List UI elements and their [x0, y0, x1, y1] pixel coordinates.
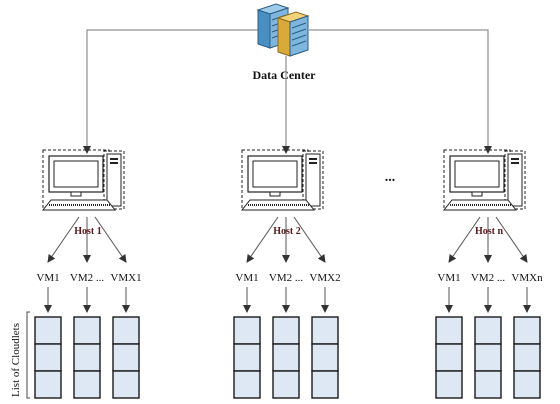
host-label: Host n — [475, 226, 504, 237]
cloudlet-cell — [474, 343, 502, 372]
vm-label: VM2 ... — [471, 272, 505, 284]
cloudlet-cell — [513, 343, 541, 372]
host-group: Host 2 VM1 VM2 ... VMX2 — [233, 149, 341, 399]
vm-label: VM2 ... — [70, 272, 104, 284]
cloudlet-queue — [34, 316, 62, 399]
cloudlet-cell — [34, 343, 62, 372]
cloudlet-queue — [513, 316, 541, 399]
cloudlet-cell — [233, 370, 261, 399]
cloudlet-cell — [435, 343, 463, 372]
cloudlet-cell — [474, 370, 502, 399]
vm-label: VM1 — [437, 272, 460, 284]
cloudlet-cell — [272, 316, 300, 345]
vm-label: VM1 — [235, 272, 258, 284]
vm-label: VM1 — [36, 272, 59, 284]
host-vm-arrow — [47, 216, 80, 263]
cloudlet-cell — [311, 370, 339, 399]
cloudlet-list-bracket — [26, 311, 30, 399]
hosts-ellipsis: ... — [385, 170, 396, 185]
cloudlet-cell — [112, 343, 140, 372]
cloudlet-cell — [233, 316, 261, 345]
desktop-computer-icon — [442, 149, 526, 211]
data-center-label: Data Center — [253, 68, 317, 82]
cloudlet-queue — [435, 316, 463, 399]
cloudlet-cell — [435, 370, 463, 399]
cloudlet-cell — [34, 370, 62, 399]
cloudlet-cell — [73, 343, 101, 372]
server-rack-icon — [256, 3, 310, 57]
cloudlet-cell — [435, 316, 463, 345]
cloudlet-queue — [474, 316, 502, 399]
cloudlet-cell — [112, 316, 140, 345]
cloudlet-cell — [311, 343, 339, 372]
cloudlet-cell — [34, 316, 62, 345]
cloudlet-cell — [513, 316, 541, 345]
cloudlet-list-label: List of Cloudlets — [10, 323, 22, 397]
host-vm-arrow — [246, 216, 279, 263]
vm-label: VMX1 — [110, 272, 141, 284]
cloudlet-queue — [233, 316, 261, 399]
vm-label: VMX2 — [309, 272, 340, 284]
cloudlet-queue — [112, 316, 140, 399]
vm-label: VM2 ... — [269, 272, 303, 284]
cloudlet-queue — [272, 316, 300, 399]
desktop-computer-icon — [240, 149, 324, 211]
cloudlet-cell — [73, 316, 101, 345]
cloudlet-cell — [474, 316, 502, 345]
cloudlet-queue — [311, 316, 339, 399]
host-vm-arrow — [495, 216, 528, 263]
host-vm-arrow — [94, 216, 127, 263]
host-group: Host 1 VM1 VM2 ... VMX1 — [34, 149, 142, 399]
host-vm-arrow — [293, 216, 326, 263]
host-label: Host 2 — [273, 226, 301, 237]
desktop-computer-icon — [41, 149, 125, 211]
host-vm-arrow — [448, 216, 481, 263]
cloudlet-cell — [311, 316, 339, 345]
datacenter-connections — [83, 29, 492, 154]
host-group: Host n VM1 VM2 ... VMXn — [435, 149, 543, 399]
cloudlet-cell — [272, 370, 300, 399]
host-label: Host 1 — [74, 226, 102, 237]
cloudlet-cell — [513, 370, 541, 399]
cloudlet-queue — [73, 316, 101, 399]
cloudlet-cell — [112, 370, 140, 399]
cloudlet-cell — [272, 343, 300, 372]
vm-label: VMXn — [511, 272, 543, 284]
cloudlet-cell — [233, 343, 261, 372]
cloudlet-cell — [73, 370, 101, 399]
